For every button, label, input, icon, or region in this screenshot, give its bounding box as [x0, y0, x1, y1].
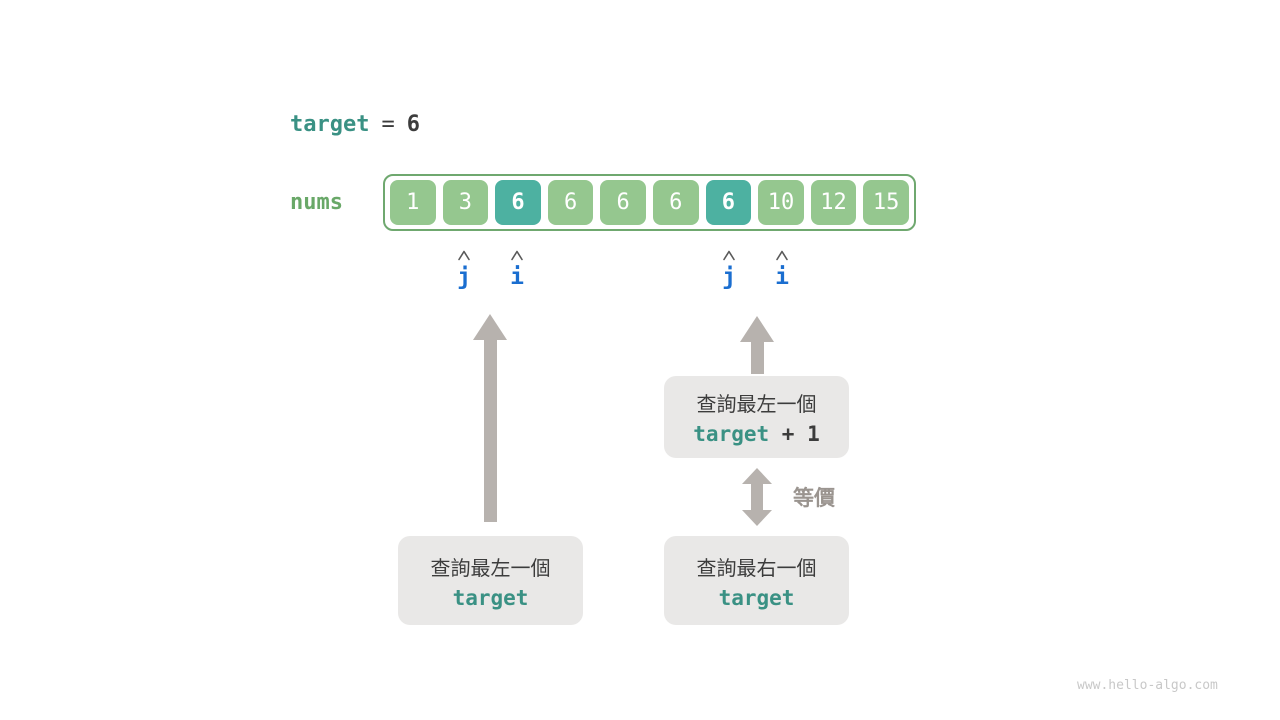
array-cell: 6 — [600, 180, 646, 225]
nums-label: nums — [290, 190, 343, 215]
array-cell: 12 — [810, 180, 857, 225]
target-code: target — [693, 422, 770, 446]
caret-up-icon — [775, 246, 789, 261]
equivalence-double-arrow — [742, 468, 772, 526]
pointer-j-right: j — [722, 264, 736, 290]
caret-up-icon — [722, 246, 736, 261]
target-value: 6 — [406, 112, 420, 137]
query-leftmost-target-plus1-box: 查詢最左一個 target + 1 — [664, 376, 849, 458]
arrow-shaft — [483, 340, 497, 522]
box-code: target — [718, 585, 795, 610]
array-cell: 15 — [863, 180, 909, 225]
watermark: www.hello-algo.com — [1077, 678, 1218, 693]
array-cell: 1 — [390, 180, 436, 225]
equals-sign: = — [381, 112, 395, 137]
array-cell: 6 — [495, 180, 541, 225]
target-keyword: target — [290, 112, 370, 137]
box-text: 查詢最左一個 — [696, 392, 817, 416]
arrow-shaft — [750, 342, 764, 374]
arrow-head-icon — [742, 468, 772, 484]
pointer-j-left: j — [457, 264, 471, 290]
query-leftmost-target-box: 查詢最左一個 target — [398, 536, 583, 625]
box-text: 查詢最右一個 — [696, 555, 817, 580]
pointer-i-right: i — [775, 264, 789, 290]
array-cell: 6 — [705, 180, 752, 225]
up-arrow-short — [740, 316, 774, 374]
array-cell: 10 — [758, 180, 804, 225]
array-cell: 6 — [547, 180, 594, 225]
target-declaration: target = 6 — [290, 112, 420, 137]
arrow-shaft — [751, 484, 763, 510]
arrow-head-icon — [740, 316, 774, 342]
box-code: target — [452, 585, 529, 610]
arrow-head-icon — [473, 314, 507, 340]
query-rightmost-target-box: 查詢最右一個 target — [664, 536, 849, 625]
equivalence-label: 等價 — [793, 486, 835, 510]
array-cell: 3 — [442, 180, 489, 225]
up-arrow-long — [473, 314, 507, 522]
box-code: target + 1 — [693, 422, 819, 446]
plus-one-suffix: + 1 — [769, 422, 820, 446]
box-text: 查詢最左一個 — [430, 555, 551, 580]
arrow-head-icon — [742, 510, 772, 526]
pointer-i-left: i — [510, 264, 524, 290]
array-cell: 6 — [652, 180, 699, 225]
caret-up-icon — [457, 246, 471, 261]
caret-up-icon — [510, 246, 524, 261]
